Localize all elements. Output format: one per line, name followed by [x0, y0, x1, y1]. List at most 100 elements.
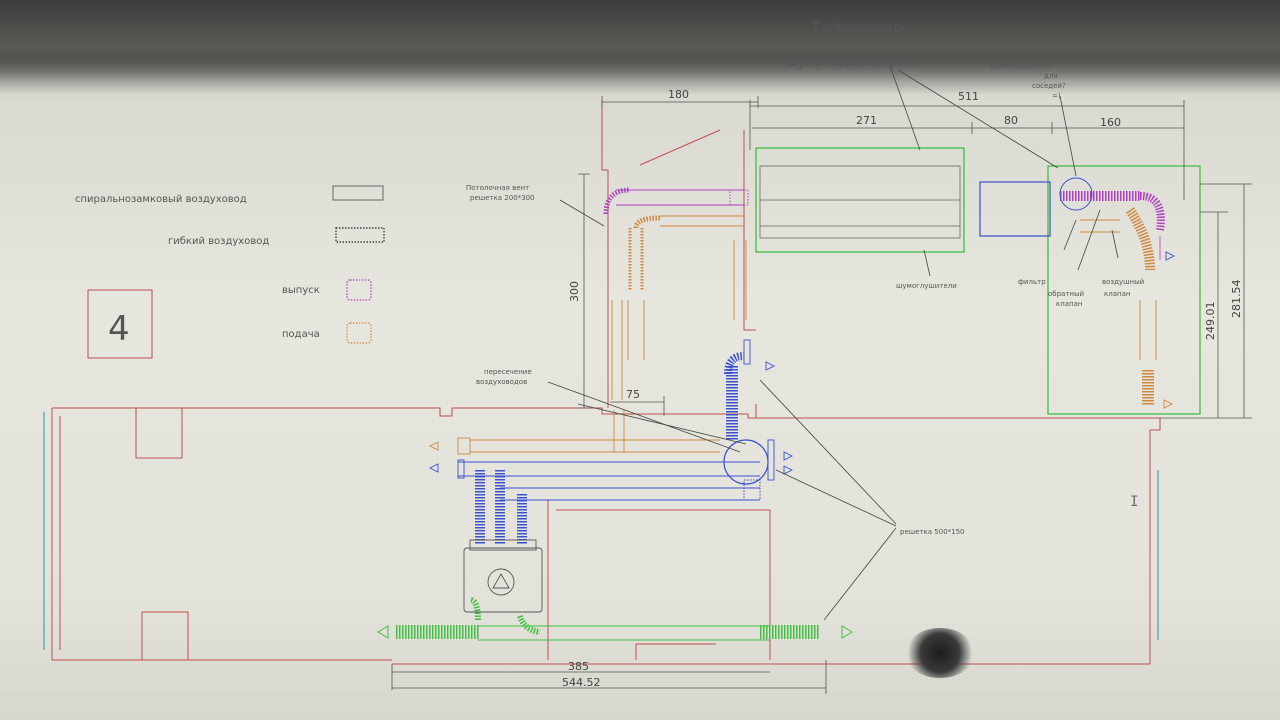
legend-supply-swatch [346, 322, 372, 344]
grille-arrow [783, 451, 794, 461]
supply-duct [1139, 300, 1157, 360]
grilles [743, 251, 1176, 481]
dim-80: 80 [1004, 114, 1018, 127]
filter-unit [979, 181, 1051, 237]
dim-271: 271 [856, 114, 877, 127]
grille-arrow [765, 361, 776, 371]
leader [1063, 219, 1077, 251]
dim-160: 160 [1100, 116, 1121, 129]
supply-flex [1125, 207, 1155, 271]
pipes-title-1: Трубопроводы [811, 21, 911, 36]
legend-exhaust-swatch [346, 279, 372, 301]
silencer-body [759, 165, 961, 239]
outlet-arrow [377, 625, 389, 639]
supply-duct [613, 410, 625, 452]
dimension-values: 180 511 271 80 160 300 75 249.01 281.54 … [562, 88, 1243, 689]
dim-281: 281.54 [1230, 280, 1243, 319]
annotations: Трубопроводы с шумоподавлением шумоглуши… [466, 21, 1144, 536]
leader [897, 69, 1059, 169]
leader-lines [547, 65, 1119, 621]
leader [1059, 95, 1077, 177]
dim-544: 544.52 [562, 676, 601, 689]
blue-ducts [458, 352, 769, 545]
wall-line [135, 408, 183, 459]
air-valve-2: клапан [1104, 290, 1130, 298]
grille [743, 339, 751, 365]
silencer-block [759, 165, 961, 239]
wall-line [635, 643, 716, 660]
fan-icon [487, 568, 515, 596]
leader [1077, 209, 1101, 271]
neighbor-silencer [1059, 177, 1093, 211]
check-valve-2: клапан [1056, 300, 1082, 308]
monitor-bezel [0, 0, 1280, 80]
ahu-top [469, 539, 537, 551]
supply-duct [733, 240, 747, 320]
fan-triangle [492, 573, 510, 589]
supply-arrow [428, 441, 439, 451]
legend-flexible-swatch [335, 227, 385, 243]
crossing-2: воздуховодов [476, 378, 527, 386]
windows [43, 412, 1159, 650]
check-valve-1: обратный [1048, 290, 1084, 298]
wall-line [52, 407, 1160, 419]
ahu-body [463, 547, 543, 613]
valve-frame [1047, 165, 1201, 415]
dim-160-line [1052, 100, 1185, 200]
supply-duct [1080, 219, 1120, 233]
supply-arrows [428, 399, 1174, 455]
silencer-neighbors-1: шумоглушитель [990, 62, 1050, 70]
dim-281-line [1160, 183, 1252, 419]
leader [759, 379, 897, 525]
grille [767, 439, 775, 481]
supply-duct [627, 300, 645, 360]
outdoor-elbow [469, 597, 481, 621]
leader [775, 469, 897, 527]
dim-180: 180 [668, 88, 689, 101]
legend-supply-label: подача [282, 329, 320, 340]
air-valve-1: воздушный [1102, 278, 1144, 286]
ceiling-grille-1: Потолочная вент [466, 184, 529, 192]
exhaust-flex [729, 189, 749, 206]
air-handling-unit [463, 539, 543, 613]
dim-511-line [749, 100, 1184, 150]
dimension-lines [391, 96, 1252, 694]
room-number: 4 [108, 309, 130, 349]
crossing-1: пересечение [484, 368, 532, 376]
exhaust-duct [616, 189, 744, 206]
silencer-neighbors-3: соседей? [1032, 82, 1066, 90]
pipes-title-3: шумоподавлением [786, 55, 915, 70]
leader [547, 381, 741, 453]
wall-line [51, 408, 392, 661]
wall-line [743, 130, 756, 331]
unit-frames [755, 147, 1201, 415]
wall-line [141, 611, 189, 660]
legend-flexible-label: гибкий воздуховод [168, 236, 269, 247]
walls [51, 100, 1161, 665]
text-cursor-icon: I [1130, 494, 1138, 510]
screen-shadow [905, 628, 975, 678]
wall-line [639, 129, 721, 166]
supply-ducts [470, 207, 1157, 453]
exhaust-arrow [428, 463, 439, 473]
legend-spiral-label: спиральнозамковый воздуховод [75, 194, 247, 205]
supply-arrow [1163, 399, 1174, 409]
ceiling-grille-2: решетка 200*300 [470, 194, 535, 202]
leader [923, 249, 931, 277]
dim-75-line [610, 396, 665, 416]
supply-duct [611, 300, 623, 400]
grille-500-label: решетка 500*150 [900, 528, 965, 536]
dim-300: 300 [568, 281, 581, 302]
exhaust-elbow [603, 187, 631, 215]
grille-arrow [1165, 251, 1176, 261]
exhaust-grille [457, 459, 465, 479]
flex-elbow [724, 352, 745, 375]
supply-duct [470, 439, 720, 453]
dim-544-line [392, 660, 827, 694]
dim-385-line [391, 664, 770, 690]
outdoor-duct [377, 597, 853, 641]
outdoor-duct-line [478, 625, 770, 641]
main-duct [500, 487, 760, 501]
legend-exhaust-label: выпуск [282, 285, 320, 296]
